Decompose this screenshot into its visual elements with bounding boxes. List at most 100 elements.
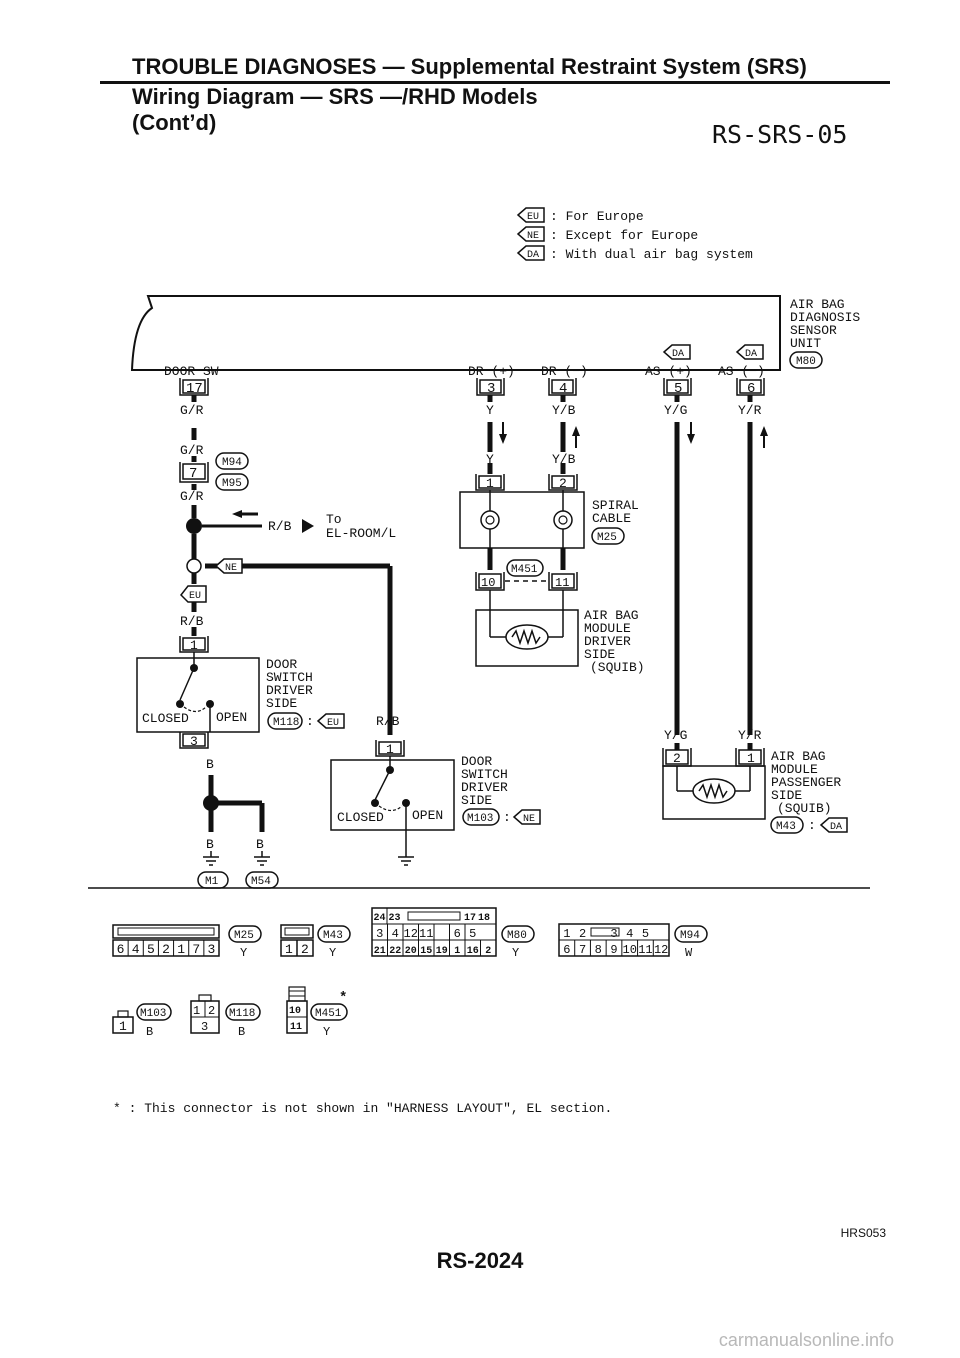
connector-id: M451 xyxy=(315,1008,342,1020)
pin-number: 16 xyxy=(467,946,479,957)
pin-number: 10 xyxy=(481,576,495,590)
legend-tag-eu: EU xyxy=(527,212,539,223)
connector-id: M95 xyxy=(222,478,242,490)
pin-number: 4 xyxy=(132,942,140,957)
connector-id: M118 xyxy=(229,1008,255,1020)
pin-number: 1 xyxy=(193,1004,200,1018)
pin-number: 15 xyxy=(420,946,432,957)
pin-number: 3 xyxy=(610,927,617,941)
sensor-unit-label-line: SENSOR xyxy=(790,323,837,338)
door-switch-eu: 1 CLOSED OPEN 3 xyxy=(136,636,260,749)
da-tag-as-minus: DA xyxy=(735,344,764,360)
door-switch-ne-label: DOOR SWITCH DRIVER SIDE xyxy=(461,754,508,808)
pin-number: 1 xyxy=(177,942,185,957)
pin-3: 3 xyxy=(476,378,505,397)
pin-number: 20 xyxy=(405,946,417,957)
connector-color: Y xyxy=(512,946,519,960)
connector-color: W xyxy=(685,946,693,960)
pin-number: 2 xyxy=(559,476,567,491)
pin-stubs xyxy=(191,395,753,402)
tag-text: EU xyxy=(327,718,339,729)
pin-number: 2 xyxy=(162,942,170,957)
legend-text-da: : With dual air bag system xyxy=(550,247,753,262)
wire-color: G/R xyxy=(180,403,204,418)
pin-number: 6 xyxy=(563,943,570,957)
connector-id: M80 xyxy=(507,930,527,942)
switch-state-open: OPEN xyxy=(216,710,247,725)
label-line: SWITCH xyxy=(461,767,508,782)
pin-number: 1 xyxy=(190,638,198,653)
label-line: DRIVER xyxy=(461,780,508,795)
connector-view-m43: 1 2 M43 Y xyxy=(280,924,351,960)
pin-number: 23 xyxy=(388,913,400,924)
spiral-cable: 1 2 xyxy=(459,474,585,549)
wire-color: Y/B xyxy=(552,452,576,467)
pin-5: 5 xyxy=(663,378,692,397)
pin-number: 11 xyxy=(419,927,433,941)
ground-icon xyxy=(254,851,270,866)
pin-number: 3 xyxy=(190,734,198,749)
pin-number: 7 xyxy=(579,943,586,957)
label-line: SWITCH xyxy=(266,670,313,685)
page-title: TROUBLE DIAGNOSES — Supplemental Restrai… xyxy=(132,54,807,79)
page-number: RS-2024 xyxy=(436,1248,524,1273)
legend-tag-da: DA xyxy=(527,250,539,261)
passenger-module-connector: M43 : DA xyxy=(770,816,848,834)
connector-color: Y xyxy=(329,946,336,960)
connector-id: M54 xyxy=(251,876,271,888)
spiral-cable-connector: M25 xyxy=(591,527,625,545)
pin-number: 19 xyxy=(436,946,448,957)
pin-number: 3 xyxy=(376,927,383,941)
pin-number: 12 xyxy=(654,943,668,957)
label-line: (SQUIB) xyxy=(590,660,645,675)
wire-color: B xyxy=(206,757,214,772)
arrow-up-icon xyxy=(760,426,768,436)
connector-view-m451: 10 11 M451 * Y xyxy=(286,986,348,1039)
passenger-module: 2 1 xyxy=(662,748,766,820)
wire-color: R/B xyxy=(180,614,204,629)
door-switch-eu-label: DOOR SWITCH DRIVER SIDE xyxy=(266,657,313,711)
m451-connector: M451 10 11 xyxy=(475,559,578,591)
wire-color: Y/G xyxy=(664,403,687,418)
pin-number: 11 xyxy=(638,943,652,957)
pin-17: 17 xyxy=(179,378,209,397)
pin-number: 1 xyxy=(386,742,394,757)
sensor-unit-label-line: DIAGNOSIS xyxy=(790,310,860,325)
driver-module xyxy=(475,590,579,667)
pin-number: 6 xyxy=(747,381,755,397)
connector-color: B xyxy=(146,1025,153,1039)
label-line: MODULE xyxy=(584,621,631,636)
pin-number: 5 xyxy=(674,381,682,397)
arrow-left-icon xyxy=(232,510,242,518)
current-arrows xyxy=(499,422,768,448)
pin-number: 4 xyxy=(559,381,567,397)
splice-node xyxy=(186,518,202,534)
pin-number: 5 xyxy=(642,927,649,941)
pin-6: 6 xyxy=(736,378,765,397)
sensor-unit-outline xyxy=(130,295,781,371)
ground-splice-node xyxy=(203,795,219,811)
connector-color: Y xyxy=(323,1025,330,1039)
ground-connector-tags: M1 M54 xyxy=(197,871,279,889)
label-line: AIR BAG xyxy=(584,608,639,623)
connector-id: M103 xyxy=(467,813,493,825)
ground-wires xyxy=(208,775,265,832)
page-subtitle: Wiring Diagram — SRS —/RHD Models xyxy=(132,84,538,109)
spiral-cable-label: SPIRAL CABLE xyxy=(592,498,639,526)
wire-color: B xyxy=(206,837,214,852)
passenger-module-label: AIR BAG MODULE PASSENGER SIDE (SQUIB) xyxy=(771,749,841,816)
tag-text: DA xyxy=(672,349,684,360)
unit-pins: 17 3 4 5 6 xyxy=(179,378,765,397)
pin-number: 10 xyxy=(289,1006,301,1017)
door-switch-eu-connector: M118 : EU xyxy=(267,712,345,730)
destination-label: EL-ROOM/L xyxy=(326,526,396,541)
ne-tag: NE xyxy=(214,558,243,574)
da-tag-as-plus: DA xyxy=(662,344,691,360)
connector-color: B xyxy=(238,1025,245,1039)
pin-number: 10 xyxy=(623,943,637,957)
option-node xyxy=(186,558,202,574)
legend-item-eu: EU : For Europe xyxy=(516,207,644,224)
sensor-unit-connector-tag: M80 xyxy=(789,351,823,369)
